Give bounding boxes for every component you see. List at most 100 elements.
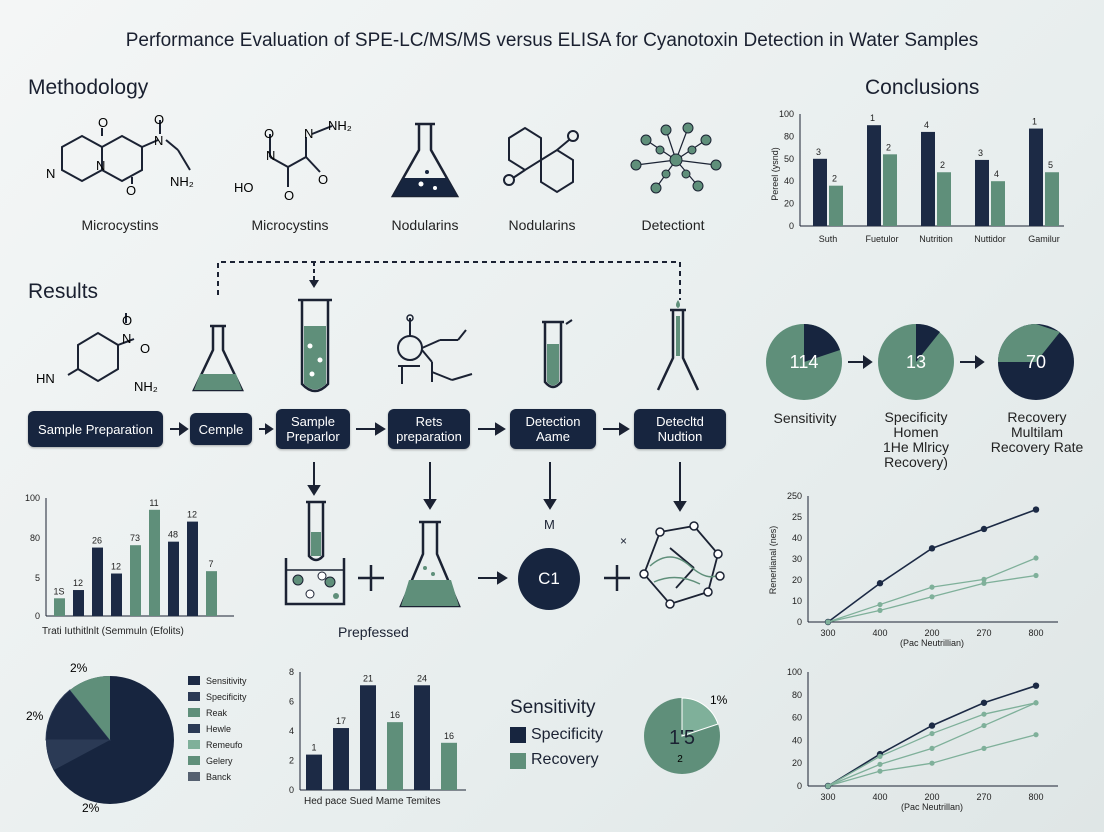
methodology-item-3: Nodularins: [391, 217, 459, 233]
conclusions-ytick: 40: [784, 176, 794, 186]
pie2-label: Specificity Homen 1He Mlricy Recovery): [882, 409, 950, 470]
conclusions-ytick: 50: [784, 154, 794, 164]
mid-bar-xlabels: Hed pace Sued Mame Temites: [304, 796, 441, 807]
methodology-item-5: Detectiont: [641, 217, 705, 233]
bottom-pie-label-1: 2%: [70, 661, 88, 675]
mol1-atom-n1: N: [154, 133, 163, 148]
mid-bar: [333, 728, 349, 790]
left-bar: [130, 545, 141, 616]
l2-xtick: 800: [1028, 792, 1043, 802]
mid-bar-ytick: 4: [289, 726, 294, 736]
gauge-pie: 1% 1'5 2: [644, 693, 728, 774]
left-bar: [149, 509, 160, 616]
mid-bar: [387, 722, 403, 790]
conclusions-bar-label: 4: [994, 169, 999, 179]
conclusions-bar-label: 1: [1032, 117, 1037, 127]
methodology-item-4: Nodularins: [508, 217, 576, 233]
conclusions-bar: [883, 154, 897, 226]
l2-point: [1033, 732, 1039, 738]
bottom-pie-legend-item: Reak: [206, 708, 228, 718]
conclusions-xtick: Suth: [819, 234, 838, 244]
results-atom-n: N: [122, 331, 131, 346]
step-rets-preparation[interactable]: Rets preparation: [388, 409, 470, 449]
step-sample-preparlor[interactable]: Sample Preparlor: [276, 409, 350, 449]
bottom-pie-legend-swatch: [188, 708, 200, 717]
l2-point: [929, 730, 935, 737]
flask-green-icon: [192, 324, 244, 392]
l1-point: [929, 584, 935, 590]
bottom-pie-legend-item: Gelery: [206, 756, 233, 766]
left-bar-label: 1S: [53, 586, 64, 596]
l2-point: [981, 711, 987, 717]
bottom-pie-legend-item: Specificity: [206, 692, 247, 702]
conclusions-bar-label: 2: [832, 174, 837, 184]
l1-point: [981, 580, 987, 586]
test-tube-icon: [298, 298, 332, 393]
l2-point: [877, 753, 883, 759]
mol1-atom-o1: O: [98, 115, 108, 130]
line1-xlabel: (Pac Neutrillian): [900, 638, 964, 648]
microcystins-chain-icon: O N N NH₂ HO O O: [234, 118, 352, 202]
left-bar-xlabels: Trati Iuthitlnlt (Semmuln (Efolits): [42, 626, 184, 637]
mid-bar-ytick: 0: [289, 785, 294, 795]
mid-bar-label: 16: [390, 710, 400, 720]
legend-swatch-green: [510, 753, 526, 769]
results-heading: Results: [28, 280, 99, 303]
pie1-label: Sensitivity: [773, 410, 837, 426]
l2-xtick: 200: [924, 792, 939, 802]
bottom-pie-legend-item: Hewle: [206, 724, 231, 734]
mid-bar-label: 21: [363, 673, 373, 683]
conclusions-bar-label: 3: [978, 148, 983, 158]
l2-ytick: 60: [792, 713, 802, 723]
pie2-slice: [916, 323, 940, 362]
results-molecule-icon: N O O HN NH₂: [36, 313, 158, 394]
l1-ytick: 30: [792, 554, 802, 564]
gauge-value: 1'5: [669, 727, 695, 749]
bottom-pie-legend-swatch: [188, 772, 200, 781]
l2-point: [929, 745, 935, 751]
conclusions-bar: [1045, 172, 1059, 226]
legend-item-recovery: Recovery: [531, 751, 599, 768]
step-cemple[interactable]: Cemple: [190, 413, 252, 445]
bottom-pie-chart: 2% 2% 2% SensitivitySpecificityReakHewle…: [26, 661, 247, 815]
conclusions-bar-label: 1: [870, 113, 875, 123]
left-bar-label: 48: [168, 530, 178, 540]
l1-series-line: [827, 557, 1037, 623]
l2-series-line: [827, 734, 1037, 787]
conclusions-bar-label: 4: [924, 120, 929, 130]
left-bar-label: 12: [187, 510, 197, 520]
mid-bar-ytick: 2: [289, 756, 294, 766]
bottom-pie-label-2: 2%: [26, 709, 44, 723]
conclusions-xtick: Fuetulor: [865, 234, 898, 244]
results-atom-o2: O: [140, 341, 150, 356]
conclusions-ytick: 0: [789, 221, 794, 231]
beaker-tube-icon: [284, 500, 346, 606]
bottom-pie-legend-swatch: [188, 756, 200, 765]
pie2-value: 13: [906, 352, 926, 372]
l1-point: [981, 576, 987, 582]
l2-point: [825, 783, 831, 789]
conclusions-bar: [1029, 128, 1043, 226]
conclusions-bar-label: 2: [940, 160, 945, 170]
step-sample-preparation[interactable]: Sample Preparation: [28, 411, 163, 447]
microcystins-molecule-icon: O O N N N NH₂ O: [46, 112, 194, 198]
mol1-atom-o3: O: [126, 183, 136, 198]
step-detecltd-nudtion[interactable]: Detecltd Nudtion: [634, 409, 726, 449]
l2-point: [877, 761, 883, 767]
bottom-pie-legend-swatch: [188, 740, 200, 749]
mid-bar: [414, 685, 430, 790]
l2-point: [981, 745, 987, 751]
l1-xtick: 200: [924, 628, 939, 638]
results-atom-o1: O: [122, 313, 132, 328]
node-top-label: M: [544, 517, 555, 532]
mid-bar-label: 24: [417, 673, 427, 683]
step-detection-aame[interactable]: Detection Aame: [510, 409, 596, 449]
prepfessed-label: Prepfessed: [338, 624, 409, 640]
mol1-atom-o2: O: [154, 112, 164, 127]
l1-point: [1033, 572, 1039, 579]
l1-point: [877, 607, 883, 613]
